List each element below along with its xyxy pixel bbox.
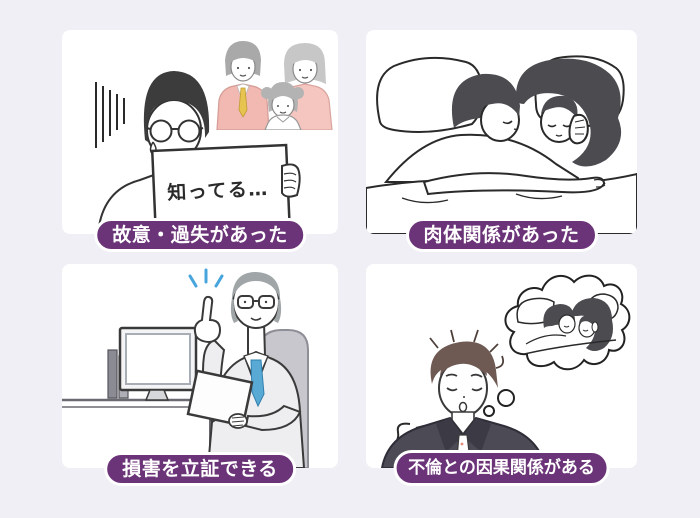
woman-hand (568, 113, 589, 145)
professional-man (186, 268, 306, 468)
label-causation-with-affair: 不倫との因果関係がある (393, 450, 610, 486)
illustration-distressed-man-thought-bubble (380, 274, 631, 468)
sleeping-woman (515, 58, 622, 167)
thought-bubble (483, 274, 631, 417)
family-photo (216, 41, 333, 130)
illustration-professional-pointing (62, 268, 309, 468)
panel-prove-damages: 損害を立証できる (62, 264, 338, 486)
gloom-lines-icon (95, 82, 125, 148)
hand-holding-sign (281, 163, 301, 198)
panel-intent-or-negligence: 知ってる… 故意・過失があった (62, 30, 338, 252)
clipboard (186, 369, 254, 428)
mini-couple-in-bed (515, 293, 619, 357)
couple-shoulders (383, 133, 579, 183)
label-prove-damages: 損害を立証できる (104, 452, 296, 486)
sign-text: 知ってる… (167, 177, 269, 204)
man-arm (422, 172, 606, 196)
illustration-tearful-man-holding-sign: 知ってる… (95, 41, 333, 234)
label-intent-or-negligence: 故意・過失があった (94, 218, 306, 252)
label-physical-relationship: 肉体関係があった (405, 218, 598, 252)
computer-monitor-icon (118, 326, 198, 401)
sleeping-man (451, 73, 520, 142)
pointing-finger (193, 295, 222, 344)
illustration-couple-in-bed (366, 55, 637, 234)
panel-physical-relationship: 肉体関係があった (366, 30, 637, 252)
panel-causation-with-affair: 不倫との因果関係がある (366, 264, 637, 486)
emphasis-sparkle-icon (188, 268, 224, 288)
